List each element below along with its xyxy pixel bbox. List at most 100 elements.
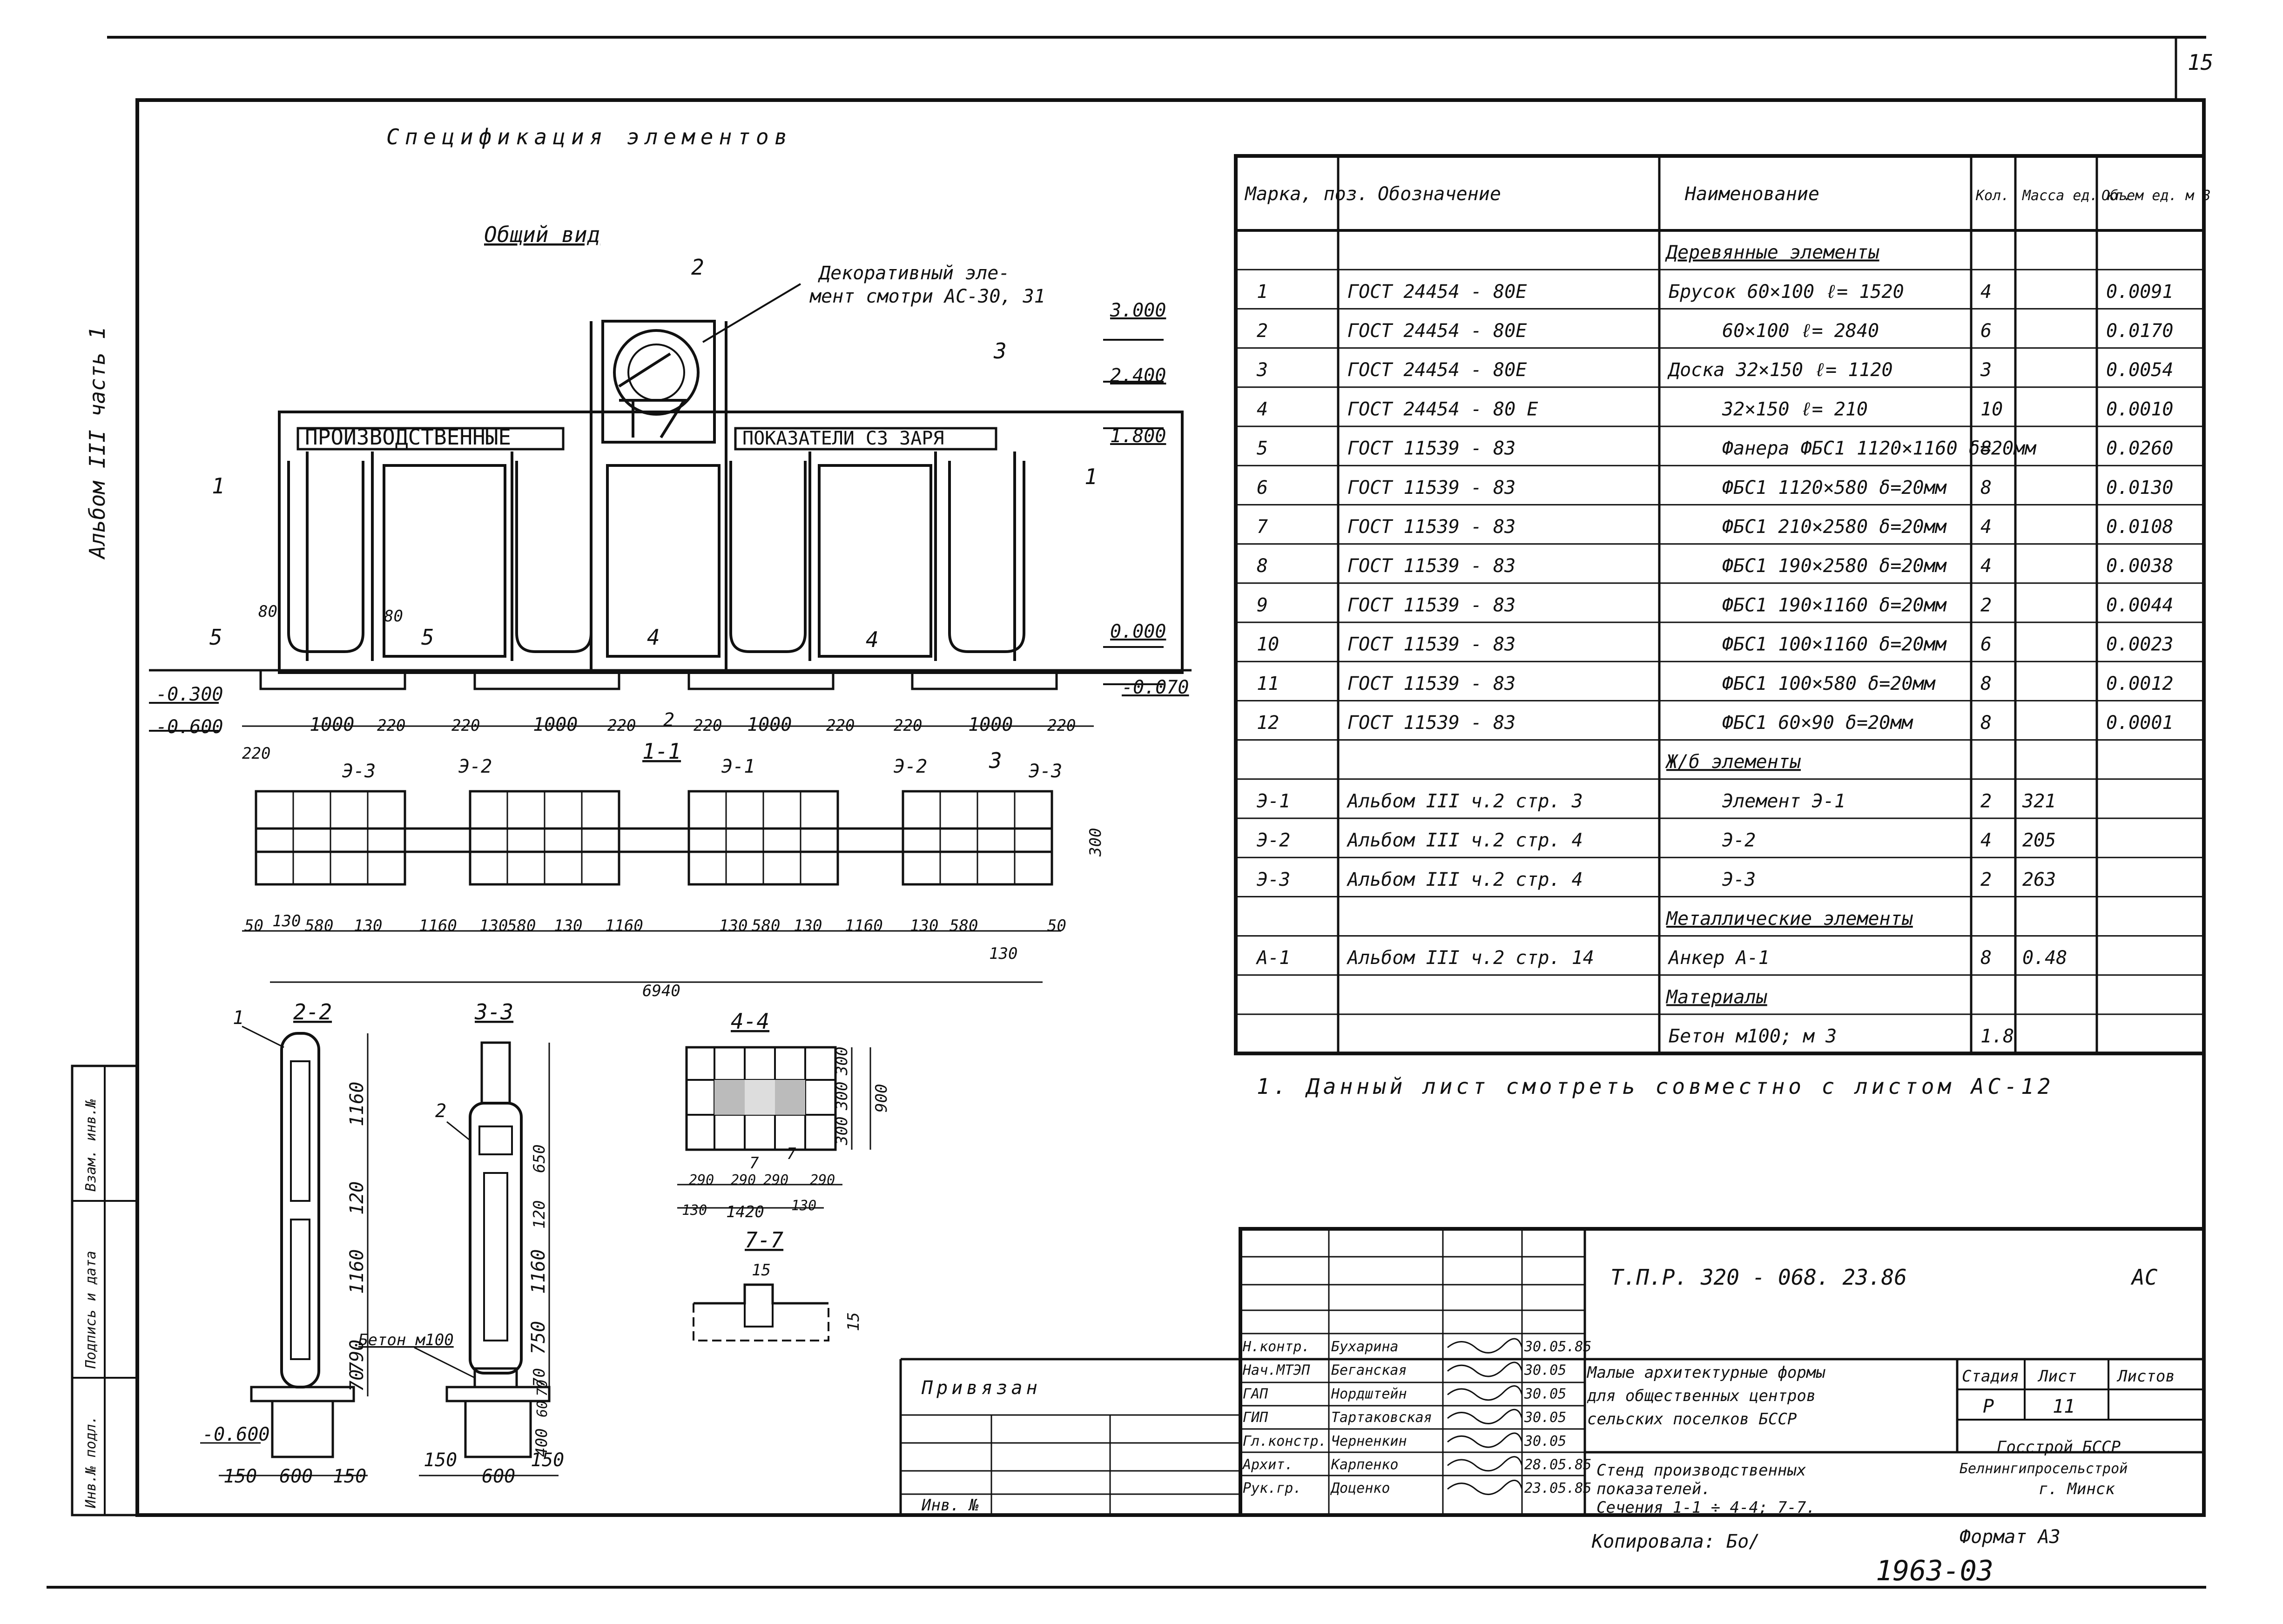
s44-bot2-2: 130	[791, 1198, 816, 1214]
stamp-inv-podl: Инв.№ подл.	[83, 1415, 99, 1509]
plan-dim-10: 580	[752, 916, 780, 935]
s22-base-0: 150	[223, 1466, 257, 1487]
plan-dim-15: 130	[989, 944, 1017, 963]
spec-cell-qty: 4	[1980, 281, 1992, 303]
section-2-2: 2-2 1 1160 120 1160 790 70 -0.600 150 60…	[200, 999, 369, 1487]
spec-cell-qty: 8	[1980, 477, 1992, 499]
spec-cell-vol: 0.0044	[2106, 594, 2174, 616]
spec-cell-mark: 9	[1257, 594, 1268, 616]
spec-cell-qty: 2	[1980, 790, 1992, 812]
album-side-label: Альбом III часть 1	[85, 327, 110, 560]
spec-cell-name: Металлические элементы	[1665, 908, 1913, 930]
page-number: 15	[2188, 50, 2213, 75]
spec-cell-mass: 321	[2022, 790, 2056, 812]
tb-staff-role: ГАП	[1243, 1386, 1268, 1402]
stamp-vzam: Взам. инв.№	[83, 1099, 99, 1192]
elev-0300: -0.300	[156, 684, 223, 705]
spec-cell-mark: А-1	[1255, 947, 1290, 969]
spec-cell-name: ФБС1 100×1160 δ=20мм	[1722, 634, 1947, 655]
s33-base-1: 600	[482, 1466, 515, 1487]
spec-cell-mass: 263	[2022, 869, 2056, 890]
cut-4-left: 4	[647, 625, 660, 650]
spec-cell-vol: 0.0001	[2106, 712, 2174, 734]
tb-staff-name: Карпенко	[1331, 1457, 1399, 1473]
tb-staff-name: Беганская	[1331, 1362, 1407, 1379]
spec-cell-desig: Альбом III ч.2 стр. 14	[1346, 947, 1594, 969]
spec-cell-mark: 1	[1257, 281, 1268, 303]
bdim-1: 1000	[310, 714, 354, 735]
spec-cell-desig: ГОСТ 11539 - 83	[1347, 712, 1515, 734]
spec-header-0: Марка, поз.	[1244, 183, 1368, 205]
spec-cell-desig: ГОСТ 24454 - 80Е	[1347, 281, 1527, 303]
spec-cell-qty: 3	[1980, 359, 1992, 381]
dim-80-left: 80	[258, 602, 277, 621]
tb-staff-date: 30.05	[1524, 1386, 1566, 1402]
s44-bot-2: 290	[763, 1172, 788, 1188]
spec-cell-desig: ГОСТ 11539 - 83	[1347, 438, 1515, 459]
s22-callout: 1	[233, 1007, 244, 1029]
tb-stage-header: Стадия	[1962, 1367, 2019, 1386]
s77-dim-1: 15	[844, 1312, 863, 1331]
tb-staff-role: ГИП	[1243, 1409, 1268, 1426]
sign-left: ПРОИЗВОДСТВЕННЫЕ	[305, 425, 511, 450]
spec-cell-name: ФБС1 100×580 δ=20мм	[1722, 673, 1936, 694]
spec-cell-name: Анкер А-1	[1667, 947, 1770, 969]
tb-project-3: сельских поселков БССР	[1587, 1410, 1797, 1429]
tb-staff-date: 28.05.85	[1524, 1457, 1592, 1473]
section-4-4: 4-4 300 300 300 900 7 7 290 290 290 290 …	[677, 1009, 891, 1221]
bdim-0: 220	[242, 744, 270, 763]
spec-header-3: Кол.	[1975, 188, 2009, 204]
s44-title: 4-4	[731, 1009, 769, 1034]
elev-0000: 0.000	[1110, 621, 1166, 642]
dim-80-right: 80	[384, 607, 403, 626]
tb-staff-name: Доценко	[1330, 1480, 1390, 1496]
s22-elev: -0.600	[202, 1424, 270, 1445]
elev-1800: 1.800	[1110, 425, 1166, 447]
spec-cell-mark: 2	[1257, 320, 1268, 342]
tb-mark: АС	[2130, 1265, 2158, 1290]
spec-cell-name: ФБС1 1120×580 δ=20мм	[1722, 477, 1947, 499]
cut-4-right: 4	[866, 627, 879, 652]
spec-cell-mark: Э-3	[1257, 869, 1290, 890]
tb-project-1: Малые архитектурные формы	[1587, 1363, 1825, 1382]
plan-dim-7: 130	[554, 916, 582, 935]
cut-1-right: 1	[1084, 464, 1098, 489]
general-view: Общий вид Декоративный эле- мент смотри …	[149, 222, 1192, 773]
deco-note-2: мент смотри АС-30, 31	[809, 286, 1045, 307]
section-1-1-label: 1-1	[642, 739, 681, 764]
plan-dim-5: 130	[479, 916, 508, 935]
s77-dim-0: 15	[752, 1261, 771, 1280]
spec-cell-mass: 205	[2022, 830, 2056, 851]
s22-dim-1: 120	[346, 1181, 368, 1215]
s33-callout: 2	[435, 1100, 446, 1122]
signature-mark	[1447, 1432, 1523, 1448]
plan-label-e3-right: Э-3	[1029, 761, 1062, 782]
spec-cell-mark: Э-1	[1257, 790, 1290, 812]
elev-2400: 2.400	[1110, 365, 1166, 386]
spec-cell-qty: 6	[1980, 320, 1992, 342]
plan-label-e3-left: Э-3	[342, 761, 376, 782]
spec-cell-desig: Альбом III ч.2 стр. 4	[1346, 830, 1583, 851]
plan-dim-9: 130	[719, 916, 748, 935]
plan-label-e2-right: Э-2	[894, 756, 927, 777]
signature-mark	[1447, 1385, 1523, 1401]
cut-3-bottom: 3	[989, 748, 1002, 773]
s33-title: 3-3	[474, 999, 513, 1024]
tb-sheet-title-2: показателей.	[1596, 1480, 1711, 1498]
signature-mark	[1447, 1479, 1523, 1496]
tb-staff-name: Нордштейн	[1331, 1386, 1407, 1402]
plan-dim-1: 130	[272, 912, 301, 930]
cut-2-bottom: 2	[663, 709, 674, 731]
spec-cell-mark: 5	[1257, 438, 1268, 459]
spec-cell-qty: 1.8	[1980, 1026, 2014, 1047]
spec-cell-qty: 8	[1980, 673, 1992, 694]
tb-code: Т.П.Р. 320 - 068. 23.86	[1610, 1265, 1907, 1290]
spec-header-5: Объем ед. м 3	[2101, 188, 2211, 204]
tb-sheet-header: Лист	[2037, 1367, 2077, 1386]
tb-staff-role: Архит.	[1242, 1457, 1293, 1473]
s33-dim-4: 70	[530, 1368, 549, 1387]
s44-bot-1: 290	[731, 1172, 756, 1188]
spec-header-4: Масса ед. кг.	[2022, 188, 2132, 204]
spec-cell-mark: Э-2	[1257, 830, 1290, 851]
spec-cell-vol: 0.0260	[2106, 438, 2174, 459]
